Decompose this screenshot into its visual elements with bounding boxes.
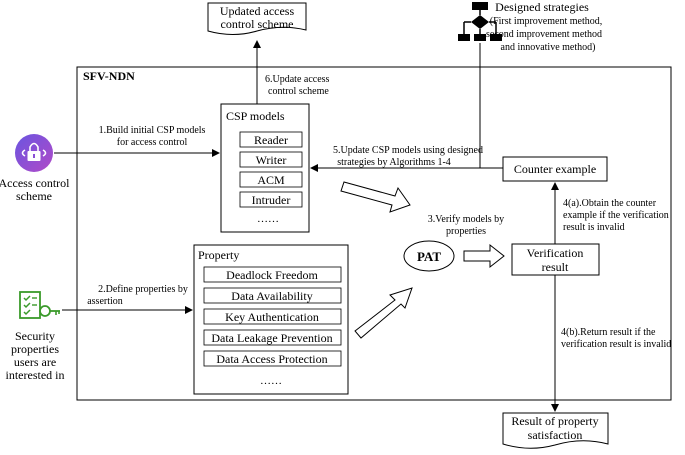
- property-item-label: Data Availability: [231, 289, 312, 303]
- csp-item-label: Reader: [254, 133, 288, 147]
- result-doc: [502, 412, 609, 449]
- pat-to-verification-arrow: [463, 243, 505, 269]
- step3-line2: properties: [446, 226, 486, 237]
- step3-line1: 3.Verify models by: [428, 214, 504, 225]
- step1-line1: 1.Build initial CSP models: [99, 125, 206, 136]
- csp-title: CSP models: [226, 109, 285, 123]
- property-item-label: Deadlock Freedom: [226, 268, 318, 282]
- result-line2: satisfaction: [528, 428, 583, 442]
- verification-line2: result: [542, 260, 569, 274]
- csp-item-intruder: [239, 191, 303, 208]
- csp-item-label: ACM: [257, 173, 285, 187]
- step4a-line2: example if the verification: [563, 210, 669, 221]
- csp-to-pat-arrow: [340, 181, 411, 213]
- property-title: Property: [198, 248, 239, 262]
- pat-node: [403, 240, 455, 272]
- step5-line2: strategies by Algorithms 1-4: [337, 157, 451, 168]
- csp-models-box: [220, 103, 310, 233]
- step2-line1: 2.Define properties by: [98, 284, 188, 295]
- checklist-key-icon: [19, 291, 60, 319]
- property-item: [203, 266, 342, 283]
- property-item-label: Data Leakage Prevention: [211, 331, 332, 345]
- security-line4: interested in: [6, 368, 65, 382]
- counter-example-box: [502, 156, 608, 182]
- sfv-ndn-frame: [76, 66, 672, 401]
- csp-item-acm: [239, 171, 303, 188]
- security-line3: users are: [14, 355, 56, 369]
- framework-label: SFV-NDN: [83, 69, 135, 83]
- property-item-label: Data Access Protection: [216, 352, 327, 366]
- property-item: [203, 287, 342, 304]
- step5-line1: 5.Update CSP models using designed: [333, 145, 483, 156]
- step4b-line1: 4(b).Return result if the: [561, 327, 656, 338]
- access-control-line2: scheme: [16, 189, 52, 203]
- step4b-line2: verification result is invalid: [561, 339, 671, 350]
- property-item: [203, 329, 342, 346]
- security-line1: Security: [15, 329, 55, 343]
- updated-scheme-doc: [207, 2, 307, 35]
- step6-line1: 6.Update access: [265, 74, 330, 85]
- property-to-pat-arrow: [354, 287, 413, 339]
- step6-line2: control scheme: [268, 86, 329, 97]
- property-item: [203, 350, 342, 367]
- pat-label: PAT: [417, 249, 441, 264]
- counter-example-label: Counter example: [514, 162, 596, 176]
- designed-line2: second improvement method: [486, 29, 602, 40]
- result-line1: Result of property: [511, 414, 598, 428]
- access-control-line1: Access control: [0, 176, 70, 190]
- property-ellipsis: ……: [260, 375, 282, 387]
- verification-line1: Verification: [527, 246, 584, 260]
- csp-item-writer: [239, 151, 303, 168]
- designed-line1: (First improvement method,: [490, 16, 603, 27]
- step1-line2: for access control: [117, 137, 188, 148]
- flowchart-icon: [458, 2, 502, 41]
- designed-line3: and innovative method): [501, 42, 596, 53]
- csp-ellipsis: ……: [257, 213, 279, 225]
- updated-scheme-line2: control scheme: [221, 17, 294, 31]
- csp-item-label: Intruder: [252, 193, 291, 207]
- property-item-label: Key Authentication: [225, 310, 319, 324]
- updated-scheme-line1: Updated access: [220, 4, 295, 18]
- designed-title: Designed strategies: [495, 0, 589, 14]
- security-line2: properties: [11, 342, 59, 356]
- csp-item-reader: [239, 131, 303, 148]
- step2-line2: assertion: [87, 296, 123, 307]
- lock-icon: [15, 134, 53, 172]
- property-item: [203, 308, 342, 325]
- csp-item-label: Writer: [256, 153, 287, 167]
- step4a-line3: result is invalid: [563, 222, 625, 233]
- step4a-line1: 4(a).Obtain the counter: [563, 198, 657, 209]
